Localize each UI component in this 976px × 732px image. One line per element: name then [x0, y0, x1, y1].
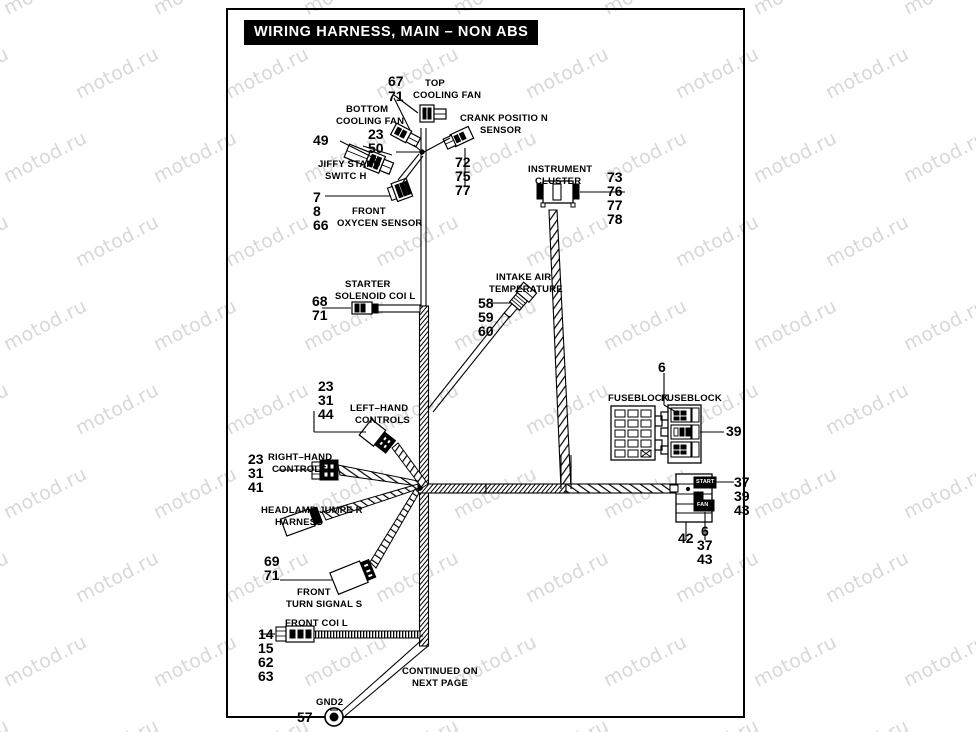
cable-front-coil	[313, 630, 421, 639]
connector-intake-air-temperature	[503, 281, 538, 319]
connector-fuseblock-right	[660, 404, 702, 464]
connector-bottom-cooling-fan	[389, 122, 422, 148]
harness-upper-vertical	[420, 128, 427, 306]
harness-main-trunk-lower	[418, 488, 430, 647]
connector-front-coil	[275, 625, 315, 643]
wire-gnd2-b	[344, 645, 429, 717]
relay-fan	[693, 499, 715, 512]
connector-starter-solenoid-coil	[351, 301, 421, 315]
leader-50	[362, 145, 393, 156]
leader-67-71	[393, 94, 419, 114]
harness-horizontal-right	[565, 483, 677, 494]
connector-front-oxygen-sensor	[386, 177, 414, 203]
connector-top-cooling-fan	[419, 104, 447, 123]
harness-horizontal-left	[417, 483, 487, 494]
connector-gnd2-ring-terminal	[324, 707, 344, 727]
connector-crank-position-sensor	[442, 125, 475, 150]
connector-left-hand-controls	[358, 418, 397, 454]
connector-relay-block	[669, 473, 717, 523]
diagram-frame-border	[226, 8, 745, 718]
connector-instrument-cluster	[536, 180, 580, 208]
leader-67-71b	[393, 97, 411, 131]
harness-junction-node	[417, 485, 423, 491]
wire-gnd2-a	[340, 637, 425, 713]
harness-cluster-branch	[548, 209, 572, 490]
connector-right-hand-controls	[311, 459, 339, 481]
leader-49	[339, 140, 379, 161]
connector-headlamp-jumper-harness	[279, 506, 323, 537]
relay-start	[693, 476, 717, 489]
connector-fuseblock-left	[610, 405, 663, 461]
connector-front-turn-signals	[329, 558, 377, 596]
harness-main-trunk	[418, 305, 430, 490]
harness-junction-node-top	[419, 149, 425, 155]
harness-horizontal-mid	[485, 483, 567, 494]
